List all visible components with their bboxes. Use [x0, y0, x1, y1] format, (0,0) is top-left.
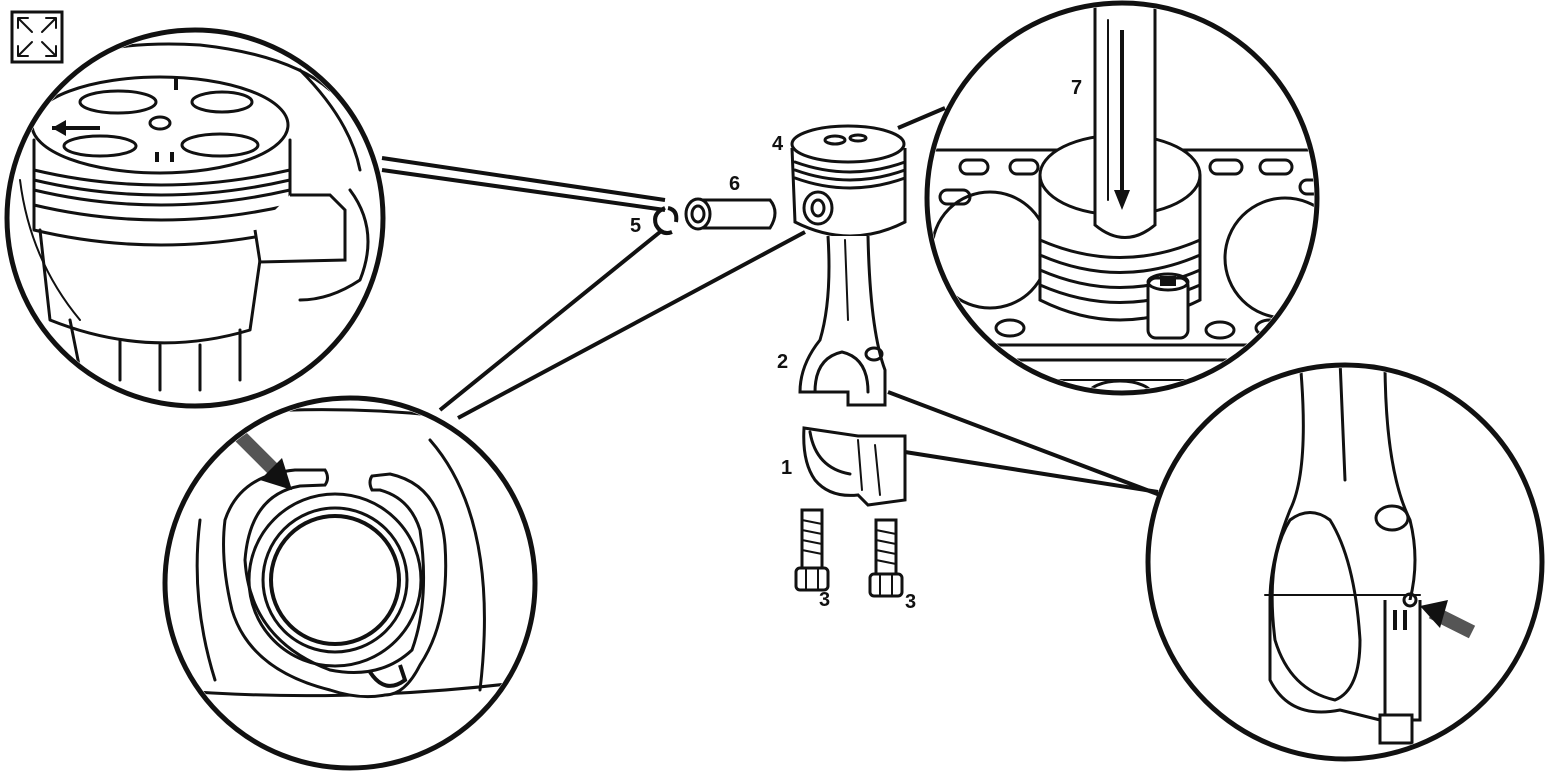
label-part-4: 4: [772, 133, 784, 155]
part-circlip: [653, 206, 679, 236]
label-part-3b: 3: [905, 591, 916, 613]
part-bolt-left: [794, 508, 830, 592]
detail-rod-marking-bottom-right: [1145, 362, 1545, 762]
detail-circlip-bottom-left: [162, 395, 538, 771]
part-piston: [790, 124, 907, 238]
label-part-2: 2: [777, 351, 788, 373]
part-bolt-right: [868, 518, 904, 598]
expand-arrows-icon[interactable]: [10, 10, 64, 64]
label-part-5: 5: [630, 215, 641, 237]
part-connecting-rod: [798, 235, 887, 407]
part-piston-pin: [684, 197, 777, 231]
label-part-1: 1: [781, 457, 792, 479]
label-part-3a: 3: [819, 589, 830, 611]
part-bearing-cap: [802, 426, 907, 507]
detail-piston-top-left: [4, 27, 386, 409]
label-part-7: 7: [1071, 77, 1082, 99]
leader-lines: [381, 106, 1161, 497]
label-part-6: 6: [729, 173, 740, 195]
detail-installation-top-right: [924, 0, 1320, 396]
